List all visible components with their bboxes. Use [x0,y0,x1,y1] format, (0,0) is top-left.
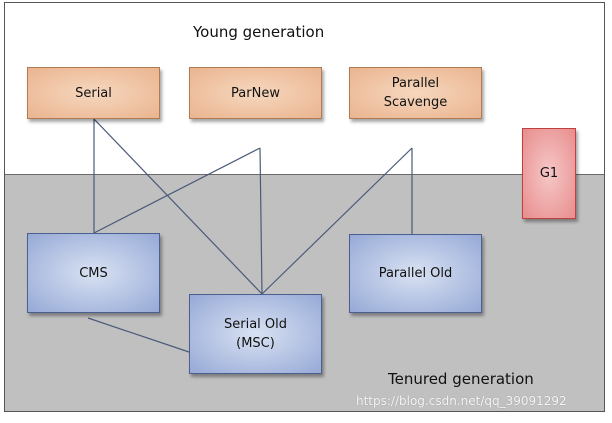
parallel-scavenge-label-line1: Parallel [391,76,440,91]
tenured-generation-label: Tenured generation [388,370,534,388]
serial-old-label-line1: Serial Old [223,317,287,332]
g1-label: G1 [539,166,559,181]
cms-collector-box: CMS [27,233,160,313]
parallel-scavenge-label-line2: Scavenge [383,95,448,110]
cms-label: CMS [79,265,108,281]
parallel-old-collector-box: Parallel Old [349,234,482,313]
link-serial-serialold [93,118,263,295]
g1-collector-box: G1 [522,128,576,219]
serial-collector-box: Serial [27,67,160,119]
link-ps-serialold [261,147,413,295]
parallel-scavenge-collector-box: Parallel Scavenge [349,67,482,119]
watermark-text: https://blog.csdn.net/qq_39091292 [356,394,567,408]
serial-label: Serial [75,85,112,101]
young-generation-label: Young generation [193,23,325,41]
serial-old-label-line2: (MSC) [236,336,275,351]
parnew-label: ParNew [231,85,280,101]
link-parnew-serialold [259,147,263,295]
link-parnew-cms [93,147,261,234]
link-cms-serialold [87,317,190,353]
serial-old-collector-box: Serial Old (MSC) [189,294,322,374]
parnew-collector-box: ParNew [189,67,322,119]
parallel-old-label: Parallel Old [378,266,453,281]
